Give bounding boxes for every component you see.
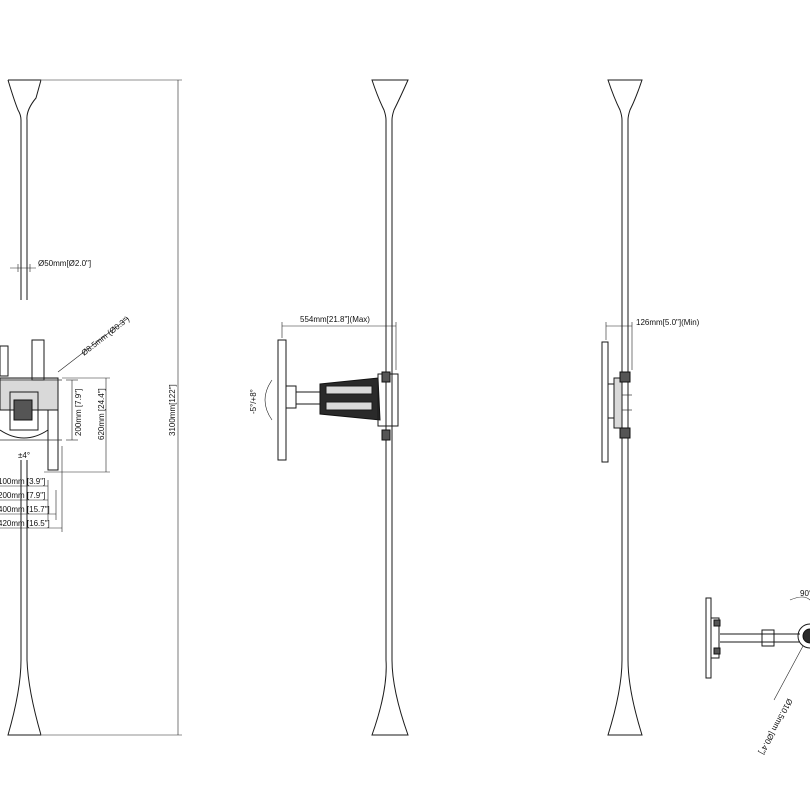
- screw-hole-label: Ø8.5mm (Ø0.3"): [80, 314, 132, 357]
- vesa-h-4-label: 420mm [16.5"]: [0, 519, 50, 528]
- screw-hole-leader: [57, 317, 129, 373]
- top-bracket: [710, 617, 720, 659]
- extension-max-label: 554mm[21.8"](Max): [300, 315, 370, 324]
- extension-min-label: 126mm[5.0"](Min): [636, 318, 700, 327]
- side-min-pole: [607, 79, 643, 736]
- vesa-v-small-label: 200mm [7.9"]: [74, 389, 83, 436]
- vesa-h-3-label: 400mm [15.7"]: [0, 505, 50, 514]
- side-view-max: 554mm[21.8"](Max) -5°/+8°: [249, 79, 409, 736]
- total-height-label: 3100mm[122"]: [168, 384, 177, 436]
- front-pole: [7, 79, 42, 736]
- side-max-arm: [285, 371, 399, 441]
- tilt-rotation-label: ±4°: [18, 451, 30, 460]
- side-max-pole: [371, 79, 409, 736]
- vesa-v-large-label: 620mm [24.4"]: [97, 388, 106, 440]
- vesa-h-1-label: 100mm [3.9"]: [0, 477, 45, 486]
- top-pole-section: [797, 623, 810, 649]
- top-screen-plate: [705, 597, 712, 679]
- swivel-arc: [789, 596, 810, 601]
- side-max-screen-plate: [277, 339, 287, 461]
- side-min-screen-plate: [601, 341, 609, 463]
- vesa-h-2-label: 200mm [7.9"]: [0, 491, 45, 500]
- total-height-dim: [42, 79, 182, 736]
- tilt-label: -5°/+8°: [249, 389, 258, 414]
- pole-diameter-label: Ø50mm[Ø2.0"]: [38, 259, 91, 268]
- front-bracket: [0, 339, 62, 471]
- tilt-arc: [264, 379, 273, 421]
- front-view: Ø50mm[Ø2.0"] Ø8.5mm (Ø0.3") 200mm [7.9"]…: [0, 79, 182, 736]
- side-min-bracket: [607, 371, 632, 439]
- hole-label: Ø10.5mm [Ø0.4"]: [757, 697, 794, 756]
- top-view: 90° Ø10.5mm [Ø0.4"]: [705, 589, 810, 756]
- hole-leader: [773, 645, 804, 701]
- side-view-min: 126mm[5.0"](Min): [601, 79, 700, 736]
- swivel-label: 90°: [800, 589, 810, 598]
